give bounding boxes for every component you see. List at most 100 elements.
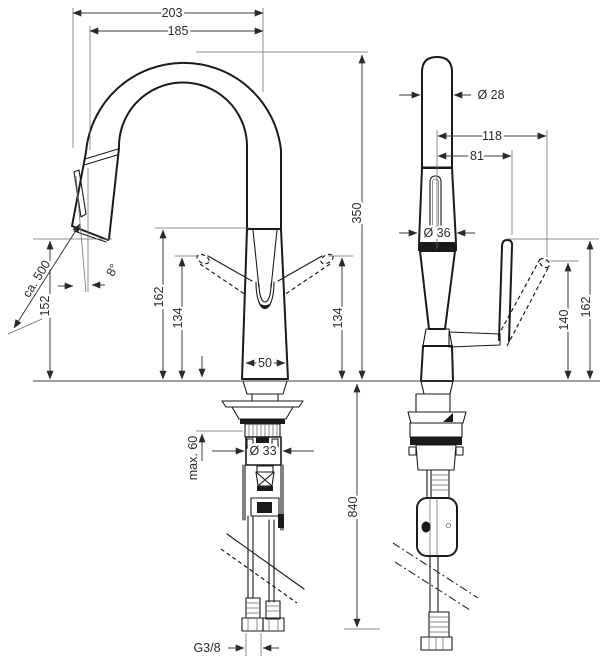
dim-label-spout-height: 350	[350, 203, 364, 224]
front-view-faucet	[392, 56, 550, 651]
handle-raised-edge-1	[497, 258, 541, 337]
spout-arc	[71, 61, 282, 230]
nut-block-front	[409, 422, 463, 438]
handle-left-edge	[207, 255, 253, 282]
dim-label-reach-full: 203	[162, 6, 183, 20]
dim-label-134-left: 134	[171, 308, 185, 329]
hose-connector-ribs	[431, 474, 449, 491]
side-screw-right	[271, 438, 279, 449]
faucet-body	[241, 228, 289, 380]
spray-head-joint	[83, 148, 119, 166]
side-view-faucet	[71, 61, 334, 632]
weight-latch	[421, 521, 431, 533]
dim-label-height-below: 840	[346, 497, 360, 518]
flange-flag	[443, 413, 453, 422]
handle-raised-edge-2	[506, 267, 549, 347]
spray-head-front	[418, 167, 457, 244]
spout-capsule	[421, 56, 453, 169]
head-band	[418, 244, 457, 251]
hose-nut-right	[262, 617, 285, 632]
dim-label-base-width: 50	[258, 356, 272, 370]
dim-label-spray-height: 152	[38, 296, 52, 317]
dim-label-body-dia: Ø 36	[423, 226, 450, 240]
dim-label-162-side: 162	[152, 287, 166, 308]
handle-raised-position	[497, 257, 550, 347]
mounting-nut	[244, 423, 281, 438]
hose-end-nut-facets	[428, 637, 444, 650]
hoses	[247, 515, 275, 603]
valve-housing-front	[415, 444, 457, 471]
tab-right	[455, 446, 464, 456]
base-neck	[251, 393, 279, 402]
valve-ribs	[256, 465, 274, 473]
hose-end-nut-front	[420, 636, 453, 651]
dim-label-shank-dia: Ø 33	[249, 444, 276, 458]
hose-fitting-left-ribs	[246, 602, 260, 614]
escutcheon-flange	[221, 400, 304, 408]
body-cup-band	[258, 300, 272, 309]
weight-pin	[445, 522, 452, 529]
mounting-assembly-left	[220, 380, 305, 632]
hose-fitting-right-ribs	[266, 605, 280, 612]
dim-label-spray-angle: 8°	[103, 262, 121, 279]
base-stem-front	[420, 380, 454, 395]
hose-end-fitting-front	[428, 611, 450, 638]
handle-tip-right	[320, 253, 334, 265]
valve-cap	[257, 486, 273, 491]
dim-label-hose-length: ca. 500	[20, 258, 54, 300]
angle-ref-slanted	[75, 175, 87, 293]
handle-right-edge-dashed	[283, 263, 331, 296]
seal-ring	[240, 419, 285, 424]
dim-line-ca500	[13, 223, 81, 329]
break-line-1	[226, 533, 305, 590]
pipe-clip	[278, 514, 284, 528]
dim-label-handle-reach: 81	[470, 149, 484, 163]
handle-tip-left	[196, 253, 210, 265]
spray-slot-inner	[432, 178, 439, 228]
supply-pipes	[242, 464, 284, 531]
hose-end-ribs	[429, 616, 449, 633]
body-cup-inner	[258, 283, 272, 303]
spout-arc-inner	[108, 81, 248, 240]
handle-raised-tip	[539, 257, 550, 269]
body-front	[419, 250, 456, 330]
body-base-front	[420, 345, 454, 382]
break-line-2	[220, 548, 298, 604]
handle-left-edge-dashed	[199, 263, 247, 296]
hose-fitting-right	[265, 600, 281, 620]
handle-side-positions	[196, 253, 334, 296]
hose-nut-left	[241, 617, 264, 632]
dim-label-handle-reach-raised: 118	[482, 129, 502, 143]
break-line-3	[392, 542, 479, 599]
dim-label-max-deck: max. 60	[186, 436, 200, 481]
center-screw	[256, 437, 269, 443]
flange-front	[407, 411, 467, 424]
spray-slot	[429, 175, 442, 231]
hose-through-weight	[429, 498, 438, 556]
dim-label-supply-thread: G3/8	[193, 641, 220, 655]
hose-connector-front	[430, 469, 450, 499]
break-line-4	[394, 561, 471, 611]
body-collar	[422, 328, 453, 347]
escutcheon-cone	[231, 406, 294, 420]
hose-nut-facets	[247, 618, 279, 631]
check-valve	[255, 471, 275, 487]
mounting-nut-ribs	[248, 424, 278, 437]
dimension-annotations: 203 185 350 840 162 134 134 152 ca. 500	[7, 4, 600, 658]
mounting-assembly-right	[392, 380, 479, 651]
tick-ca500	[7, 318, 43, 335]
handle-right-edge	[277, 255, 323, 282]
hose-bracket-core	[257, 502, 272, 513]
pullout-hose	[429, 555, 439, 613]
dark-band-front	[410, 437, 462, 445]
tab-left	[408, 446, 417, 456]
dim-label-handle-raised-height: 162	[579, 297, 593, 318]
base-block-front	[415, 393, 451, 413]
body-v-notch	[252, 229, 278, 289]
handle-foot	[448, 331, 501, 348]
handle-lever	[498, 239, 514, 342]
side-screw-left	[246, 438, 254, 449]
dim-label-134-right: 134	[331, 308, 345, 329]
